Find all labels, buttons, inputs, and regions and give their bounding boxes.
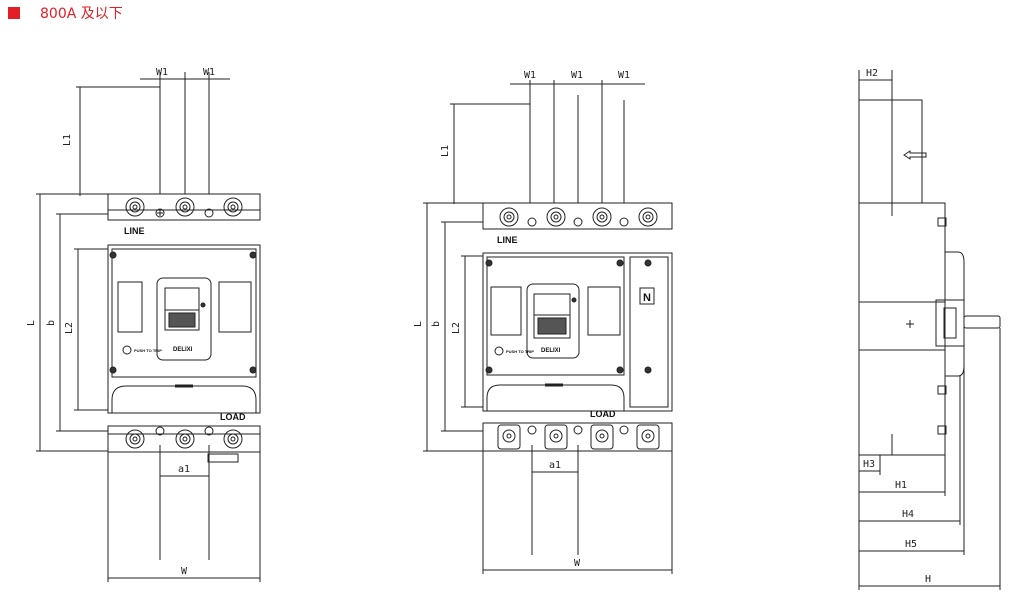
dim-h4: H4 xyxy=(902,509,914,520)
dim-l2: L2 xyxy=(451,322,462,334)
label-brand: DELIXI xyxy=(173,347,193,353)
dim-h2: H2 xyxy=(866,68,878,79)
front-view-4p: W1 W1 W1 L1 L b L2 LINE xyxy=(413,70,673,574)
section-title: 800A 及以下 xyxy=(40,6,123,22)
dim-l2: L2 xyxy=(64,322,75,334)
dim-h3: H3 xyxy=(863,459,875,470)
dim-w: W xyxy=(181,566,188,577)
dim-h5: H5 xyxy=(905,539,917,550)
dim-b: b xyxy=(46,320,57,326)
dim-l: L xyxy=(26,320,37,326)
red-square-icon xyxy=(8,7,20,19)
dim-w1-b: W1 xyxy=(571,70,583,81)
label-brand: DELIXI xyxy=(541,348,561,354)
label-line: LINE xyxy=(497,235,518,245)
dim-w1-b: W1 xyxy=(203,67,215,78)
dim-a1: a1 xyxy=(178,464,190,475)
front-view-3p: W1 W1 L1 L b L2 LINE xyxy=(26,67,261,582)
side-view: H2 H3 H1 H4 H5 H xyxy=(858,68,1001,590)
dim-l: L xyxy=(413,321,424,327)
dim-w1-a: W1 xyxy=(156,67,168,78)
label-neutral: N xyxy=(643,292,651,304)
label-load: LOAD xyxy=(590,409,616,419)
dim-l1: L1 xyxy=(62,134,73,146)
label-load: LOAD xyxy=(220,412,246,422)
dim-w1-c: W1 xyxy=(618,70,630,81)
dim-w1-a: W1 xyxy=(524,70,536,81)
dim-b: b xyxy=(431,321,442,327)
section-header: 800A 及以下 xyxy=(8,3,123,23)
dim-h: H xyxy=(925,574,931,585)
dim-h1: H1 xyxy=(895,480,907,491)
label-push-to-trip: PUSH TO TRIP xyxy=(506,349,534,354)
dim-l1: L1 xyxy=(440,145,451,157)
dim-w: W xyxy=(574,558,581,569)
dim-a1: a1 xyxy=(549,460,561,471)
label-line: LINE xyxy=(124,226,145,236)
label-push-to-trip: PUSH TO TRIP xyxy=(134,348,162,353)
